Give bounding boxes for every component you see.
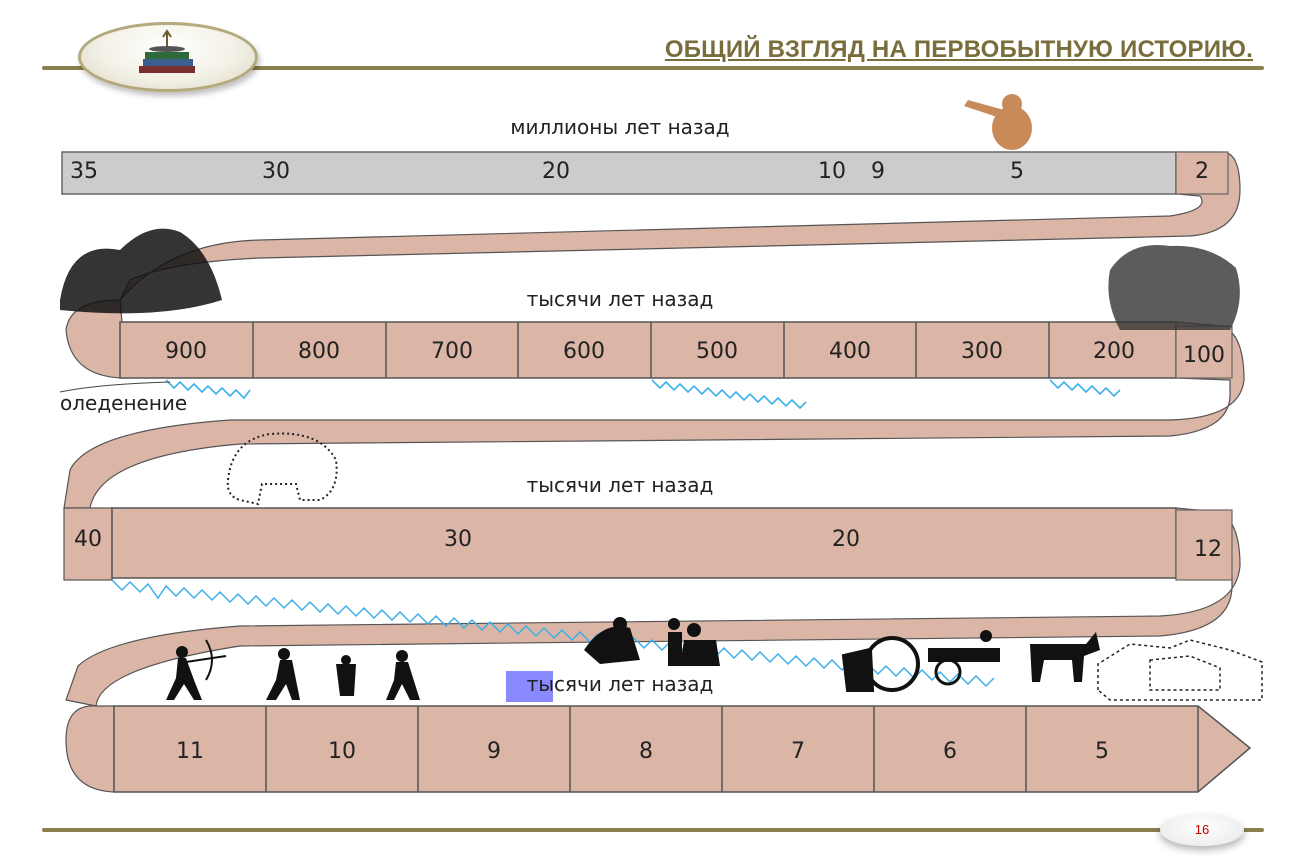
ruler-icon <box>668 618 720 666</box>
millions-tick-20: 20 <box>542 159 570 184</box>
thousands1-tick-600: 600 <box>563 339 605 364</box>
thousands3-tick-6: 6 <box>943 739 957 764</box>
glaciation-marks-2 <box>651 379 807 410</box>
thousands3-tick-8: 8 <box>639 739 653 764</box>
thousands2-band <box>111 507 1177 579</box>
millions-band <box>61 151 1177 195</box>
early-human-icon <box>60 228 222 314</box>
logo-books-icon <box>78 22 258 92</box>
thousands2-start-tick: 40 <box>74 527 102 552</box>
millions-band-label: миллионы лет назад <box>510 115 729 139</box>
millions-tick-35: 35 <box>70 159 98 184</box>
thousands1-tick-800: 800 <box>298 339 340 364</box>
millions-tick-9: 9 <box>871 159 885 184</box>
thousands1-tick-400: 400 <box>829 339 871 364</box>
town-icon <box>1097 639 1263 701</box>
thousands1-tick-200: 200 <box>1093 339 1135 364</box>
glaciation-marks-1 <box>165 379 251 400</box>
neanderthal-icon <box>1108 245 1240 330</box>
thousands2-tick-20: 20 <box>832 527 860 552</box>
ribbon-loop-2 <box>63 321 1245 509</box>
thousands1-tick-500: 500 <box>696 339 738 364</box>
ribbon-left-curl-4 <box>65 705 115 793</box>
wheel-icon <box>841 636 920 692</box>
header-rule <box>42 66 1264 70</box>
millions-band-end <box>1175 151 1229 195</box>
page-title: ОБЩИЙ ВЗГЛЯД НА ПЕРВОБЫТНУЮ ИСТОРИЮ. <box>664 36 1253 63</box>
ox-cart-icon <box>928 630 1100 686</box>
thousands1-band-end <box>1175 325 1233 379</box>
thousands3-tick-7: 7 <box>791 739 805 764</box>
mammoth-icon <box>226 432 338 506</box>
thousands1-tick-900: 900 <box>165 339 207 364</box>
thousands3-band-label: тысячи лет назад <box>527 672 714 696</box>
thousands1-band-label: тысячи лет назад <box>527 287 714 311</box>
primate-icon <box>964 94 1032 150</box>
thousands3-tick-10: 10 <box>328 739 356 764</box>
farmer-icon <box>266 648 420 700</box>
thousands1-tick-300: 300 <box>961 339 1003 364</box>
highlight-box <box>506 671 553 702</box>
thousands3-band <box>113 705 1252 793</box>
thousands2-tick-30: 30 <box>444 527 472 552</box>
glaciation-label: оледенение <box>60 391 187 415</box>
millions-end-tick: 2 <box>1195 159 1209 184</box>
thousands3-tick-5: 5 <box>1095 739 1109 764</box>
potter-icon <box>584 617 640 664</box>
glaciation-marks-3 <box>1049 379 1121 398</box>
millions-tick-30: 30 <box>262 159 290 184</box>
thousands3-tick-9: 9 <box>487 739 501 764</box>
thousands1-band <box>119 321 1177 379</box>
thousands2-band-end <box>1175 509 1233 581</box>
archer-icon <box>166 639 227 700</box>
thousands2-band-start <box>63 507 113 581</box>
thousands1-tick-700: 700 <box>431 339 473 364</box>
footer-rule <box>42 828 1264 832</box>
page-number-badge: 16 <box>1160 814 1244 846</box>
thousands2-band-label: тысячи лет назад <box>527 473 714 497</box>
millions-tick-10: 10 <box>818 159 846 184</box>
thousands2-end-tick: 12 <box>1194 537 1222 562</box>
millions-tick-5: 5 <box>1010 159 1024 184</box>
thousands3-tick-11: 11 <box>176 739 204 764</box>
thousands1-end-tick: 100 <box>1183 343 1225 368</box>
ribbon-loop-3 <box>65 507 1241 707</box>
